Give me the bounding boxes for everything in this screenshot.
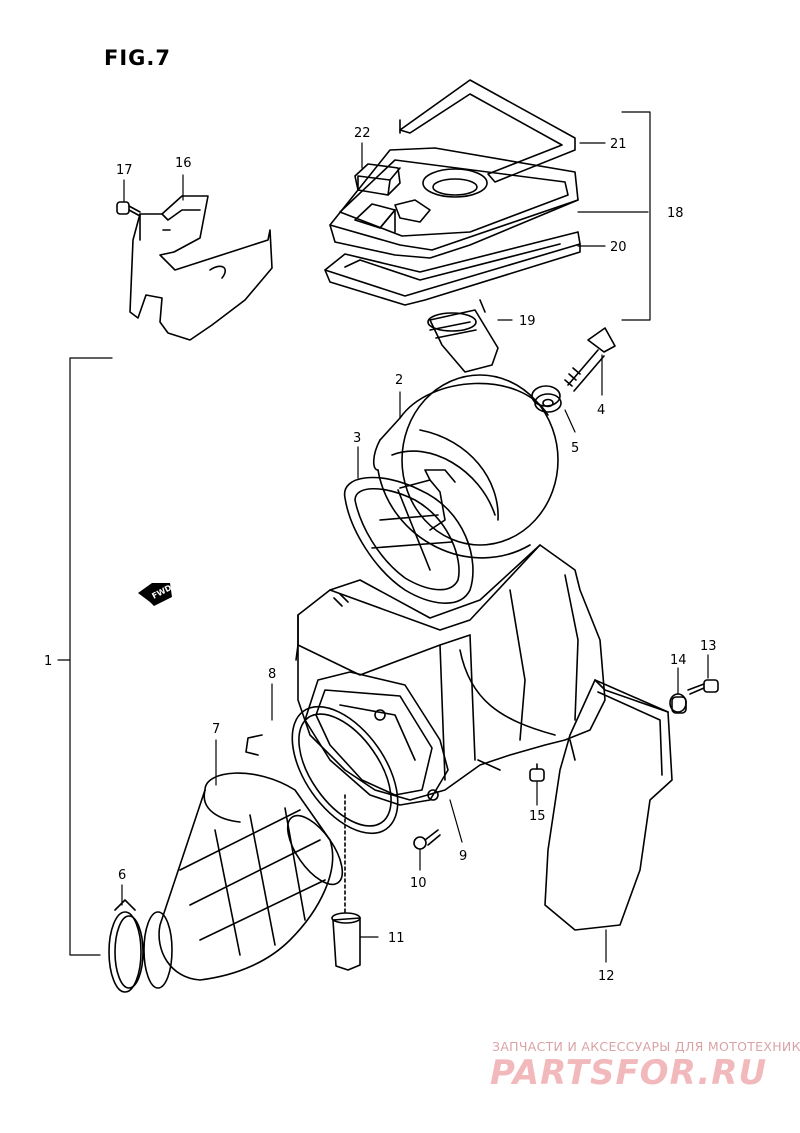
flange-part-9 xyxy=(304,671,449,806)
wing-bolt-part-4 xyxy=(564,327,616,392)
intake-boot-part-7 xyxy=(158,772,344,981)
callout-2: 2 xyxy=(395,373,403,388)
callout-16: 16 xyxy=(175,156,192,171)
screw-part-17 xyxy=(116,201,141,217)
callout-11: 11 xyxy=(388,931,405,946)
callout-8: 8 xyxy=(268,667,276,682)
filter-frame-part-3 xyxy=(343,469,474,604)
air-filter-cover-part-18 xyxy=(329,147,579,259)
callout-19: 19 xyxy=(519,314,536,329)
callout-5: 5 xyxy=(571,441,579,456)
callout-9: 9 xyxy=(459,849,467,864)
callout-17: 17 xyxy=(116,163,133,178)
cover-part-21 xyxy=(399,79,576,183)
watermark-tagline: ЗАПЧАСТИ И АКСЕССУАРЫ ДЛЯ МОТОТЕХНИКИ xyxy=(492,1039,800,1054)
bracket-line-left xyxy=(69,357,113,956)
bolt-part-13 xyxy=(687,679,719,695)
clamp-part-6 xyxy=(108,899,173,993)
callout-18: 18 xyxy=(667,206,684,221)
callout-14: 14 xyxy=(670,653,687,668)
callout-15: 15 xyxy=(529,809,546,824)
callout-22: 22 xyxy=(354,126,371,141)
callout-12: 12 xyxy=(598,969,615,984)
air-cleaner-case xyxy=(295,544,606,801)
screw-part-15 xyxy=(529,763,545,782)
drain-plug-part-11 xyxy=(331,794,361,971)
filter-element-part-2 xyxy=(372,374,559,559)
screw-part-10 xyxy=(413,829,441,850)
callout-1: 1 xyxy=(44,654,52,669)
callout-7: 7 xyxy=(212,722,220,737)
figure-title: FIG.7 xyxy=(104,46,171,70)
callout-20: 20 xyxy=(610,240,627,255)
leader-9 xyxy=(449,799,463,843)
callout-10: 10 xyxy=(410,876,427,891)
bracket-line-right xyxy=(621,111,651,321)
callout-21: 21 xyxy=(610,137,627,152)
leader-5 xyxy=(564,409,576,433)
intake-snorkel-part-12 xyxy=(544,679,673,931)
callout-4: 4 xyxy=(597,403,605,418)
gasket-part-8 xyxy=(245,705,399,835)
element-cap-part-22 xyxy=(354,163,401,196)
collar-part-14 xyxy=(669,693,687,714)
callout-3: 3 xyxy=(353,431,361,446)
fwd-arrow xyxy=(138,583,172,606)
callout-6: 6 xyxy=(118,868,126,883)
gasket-part-20 xyxy=(324,231,581,306)
watermark-logo: PARTSFOR.RU xyxy=(490,1053,768,1093)
duct-part-19 xyxy=(427,299,499,373)
washer-part-5 xyxy=(531,385,562,413)
bracket-part-16 xyxy=(129,195,273,341)
callout-13: 13 xyxy=(700,639,717,654)
